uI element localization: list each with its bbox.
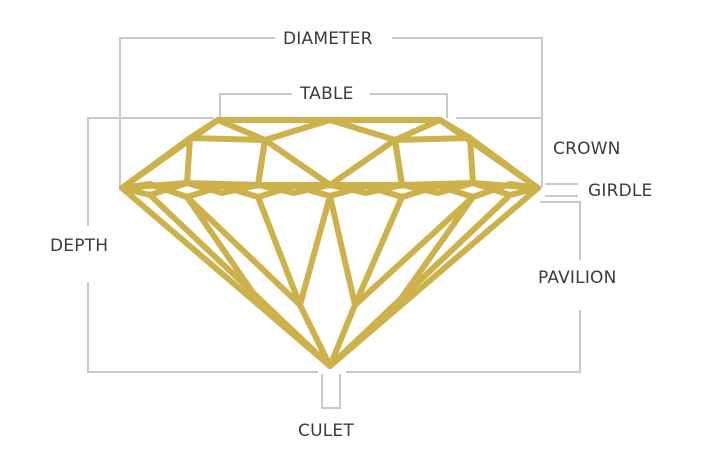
pavilion-label: PAVILION [538, 268, 617, 288]
measurement-brackets [87, 37, 581, 409]
depth-label: DEPTH [50, 236, 109, 256]
table-facets [215, 117, 443, 143]
depth-bracket-lower [87, 282, 318, 373]
pavilion-bracket-lower [346, 310, 581, 373]
pavilion-facet-d [352, 194, 405, 308]
diamond-silhouette [119, 117, 541, 369]
table-label: TABLE [300, 84, 354, 104]
pavilion-bracket [540, 201, 581, 260]
girdle-zigzag-lower [119, 180, 541, 198]
crown-bracket [456, 117, 543, 140]
crown-star-facets [119, 117, 221, 191]
table-bracket [219, 93, 292, 118]
culet-label: CULET [298, 421, 354, 441]
pavilion-facet-g [327, 194, 476, 369]
pavilion-facet-e [297, 302, 358, 369]
girdle-label: GIRDLE [588, 181, 653, 201]
crown-upper-facets [187, 135, 473, 188]
diameter-bracket-right [392, 37, 543, 188]
diameter-bracket [119, 37, 275, 188]
depth-bracket [87, 117, 214, 226]
crown-label: CROWN [553, 139, 621, 159]
diameter-label: DIAMETER [283, 29, 373, 49]
culet-bracket [321, 374, 341, 409]
pavilion-facet-f [184, 194, 333, 369]
diamond-outline [119, 117, 541, 369]
crown-lower-zigzag [184, 137, 476, 188]
crown-star-facets-right [437, 117, 541, 191]
table-bracket-right [370, 93, 448, 118]
pavilion-facet-c [255, 194, 303, 308]
